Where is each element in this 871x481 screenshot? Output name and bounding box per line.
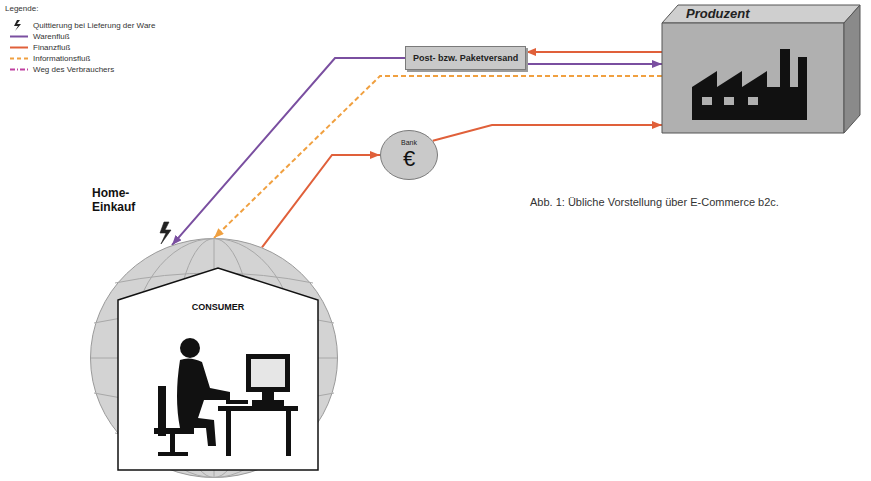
producer-factory-box: Produzent	[662, 5, 860, 133]
flow-connector	[526, 63, 662, 65]
node-text: Post- bzw. Paketversand	[413, 53, 518, 63]
producer-factory-box-outline	[662, 5, 860, 133]
lightning-sample	[14, 20, 21, 31]
node-text: Produzent	[686, 6, 750, 22]
legend-heading: Legende:	[5, 4, 38, 13]
figure-caption: Abb. 1: Übliche Vorstellung über E-Comme…	[530, 196, 779, 208]
flow-connector	[433, 125, 662, 141]
legend-sample	[8, 53, 30, 64]
line-sample	[10, 36, 28, 38]
shipping-box: Post- bzw. Paketversand	[405, 46, 526, 70]
delivery-receipt-lightning	[160, 222, 171, 244]
consumer-house-outline	[118, 268, 318, 470]
node-text: Home-Einkauf	[92, 186, 152, 214]
node-text: Bank	[401, 139, 417, 147]
legend-sample	[8, 42, 30, 53]
bank-circle: Bank€	[380, 130, 438, 180]
legend-text: Warenfluß	[33, 32, 70, 42]
legend-text: Weg des Verbrauchers	[33, 65, 114, 75]
consumer-house: CONSUMER	[118, 268, 318, 470]
node-text: CONSUMER	[118, 302, 318, 312]
legend-text: Quittierung bei Lieferung der Ware	[33, 21, 155, 31]
legend-text: Informationsfluß	[33, 54, 90, 64]
legend-sample	[8, 31, 30, 42]
legend-text: Finanzfluß	[33, 43, 70, 53]
flow-connector	[214, 76, 662, 238]
legend-sample	[8, 20, 30, 31]
line-sample	[10, 69, 28, 71]
flow-connector	[526, 51, 662, 53]
line-sample	[10, 47, 28, 49]
line-sample	[10, 58, 28, 60]
legend-sample	[8, 64, 30, 75]
flow-connector	[262, 155, 380, 247]
node-text: €	[403, 147, 415, 171]
globe: Home-EinkaufCONSUMER	[90, 238, 338, 478]
